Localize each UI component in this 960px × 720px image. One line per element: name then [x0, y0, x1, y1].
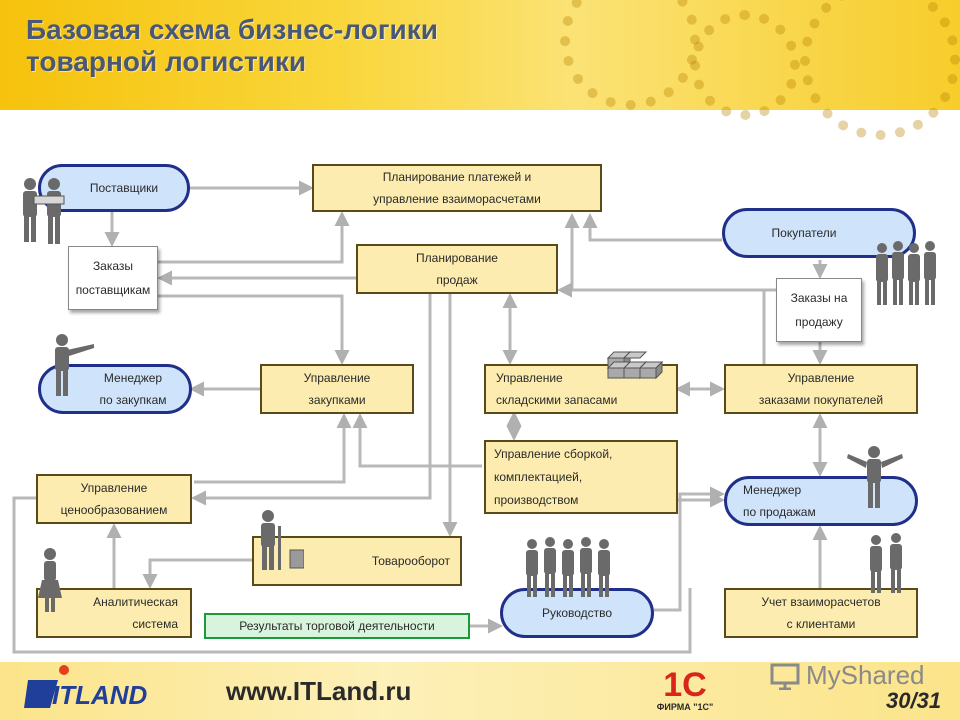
node-label: управление взаиморасчетами [373, 192, 541, 206]
node-planning-payments: Планирование платежей и управление взаим… [312, 164, 602, 212]
node-label: Руководство [541, 606, 613, 620]
arrow-orders-payments [158, 211, 350, 264]
arrow-pricing-purchase [194, 413, 352, 484]
title-line-2: товарной логистики [26, 46, 307, 77]
node-label: Управление сборкой, [494, 446, 613, 461]
node-label: Управление [303, 371, 371, 385]
node-customer-orders-management: Управление заказами покупателей [724, 364, 918, 414]
node-label: комплектацией, [494, 469, 583, 484]
itland-logo-icon: ITLAND [24, 665, 148, 710]
node-analytics: Аналитическая система [36, 588, 192, 638]
node-label: по продажам [743, 505, 816, 519]
node-label: Покупатели [771, 226, 837, 240]
turnover-worker-icon [261, 510, 304, 570]
watermark-text: MyShared [806, 660, 925, 690]
purchase-manager-person-icon [55, 334, 94, 396]
node-label: Заказы на [790, 291, 848, 305]
node-label: ценообразованием [60, 503, 168, 517]
node-label: Аналитическая [93, 595, 178, 609]
node-label: заказами покупателей [758, 393, 884, 407]
myshared-watermark: MyShared [770, 660, 925, 691]
arrow-orders-purchase [158, 294, 350, 365]
itland-logo-text: ITLAND [52, 680, 148, 710]
page-title: Базовая схема бизнес-логики товарной лог… [26, 14, 586, 78]
node-label: поставщикам [75, 283, 151, 297]
node-label: Управление [787, 371, 855, 385]
node-results: Результаты торговой деятельности [204, 613, 470, 639]
node-label: закупками [308, 393, 366, 407]
settlements-people-icon [870, 533, 902, 593]
node-label: продажу [795, 315, 843, 329]
node-label: Планирование [416, 251, 498, 265]
arrow-leadership-salesmanager [654, 486, 725, 612]
boxes-stack-icon [606, 350, 664, 380]
analytics-woman-icon [38, 548, 62, 612]
suppliers-people-icon [23, 178, 65, 244]
node-label: складскими запасами [496, 393, 618, 407]
arrow-buyers-payments [582, 213, 722, 242]
node-label: Планирование платежей и [382, 170, 532, 184]
gear-decoration-icon [800, 0, 960, 140]
node-label: по закупкам [99, 393, 167, 407]
node-label: продаж [436, 273, 478, 287]
presentation-screen-icon [770, 663, 800, 690]
node-settlements: Учет взаиморасчетов с клиентами [724, 588, 918, 638]
1c-firm-label: ФИРМА "1С" [656, 702, 714, 712]
node-sales-planning: Планирование продаж [356, 244, 558, 294]
arrow-turnover-analytics [142, 558, 252, 589]
node-buyers: Покупатели [722, 208, 916, 258]
node-pricing-management: Управление ценообразованием [36, 474, 192, 524]
node-label: Поставщики [89, 181, 159, 195]
node-label: система [132, 617, 178, 631]
loop-bottom-line [12, 496, 692, 654]
footer-url[interactable]: www.ITLand.ru [226, 676, 412, 706]
node-label: Управление [80, 481, 148, 495]
header-banner: Базовая схема бизнес-логики товарной лог… [0, 0, 960, 140]
page-number: 30/31 [886, 688, 942, 713]
gear-decoration-icon [690, 10, 800, 120]
1c-logo: 1С ФИРМА "1С" [640, 668, 730, 714]
leadership-group-icon [526, 537, 610, 597]
footer-band [0, 662, 960, 720]
node-leadership: Руководство [500, 588, 654, 638]
arrow-planning-pricing [191, 294, 432, 506]
node-label: производством [494, 492, 579, 507]
node-label: Товарооборот [371, 554, 450, 568]
sales-manager-person-icon [847, 446, 903, 508]
arrow-assembly-purchase [352, 413, 482, 468]
1c-logo-mark: 1С [663, 666, 707, 704]
node-label: Результаты торговой деятельности [239, 619, 435, 633]
buyers-crowd-icon [876, 241, 936, 305]
node-turnover: Товарооборот [252, 536, 462, 586]
node-label: Управление [496, 371, 563, 385]
node-sales-manager: Менеджер по продажам [724, 476, 918, 526]
node-supplier-orders: Заказы поставщикам [68, 246, 158, 310]
title-line-1: Базовая схема бизнес-логики [26, 14, 438, 45]
node-purchase-management: Управление закупками [260, 364, 414, 414]
node-label: с клиентами [786, 617, 856, 631]
node-label: Учет взаиморасчетов [761, 595, 881, 609]
node-sales-orders: Заказы на продажу [776, 278, 862, 342]
node-label: Менеджер [103, 371, 163, 385]
node-label: Менеджер [743, 483, 802, 497]
node-label: Заказы [92, 259, 134, 273]
node-assembly-management: Управление сборкой, комплектацией, произ… [484, 440, 678, 514]
